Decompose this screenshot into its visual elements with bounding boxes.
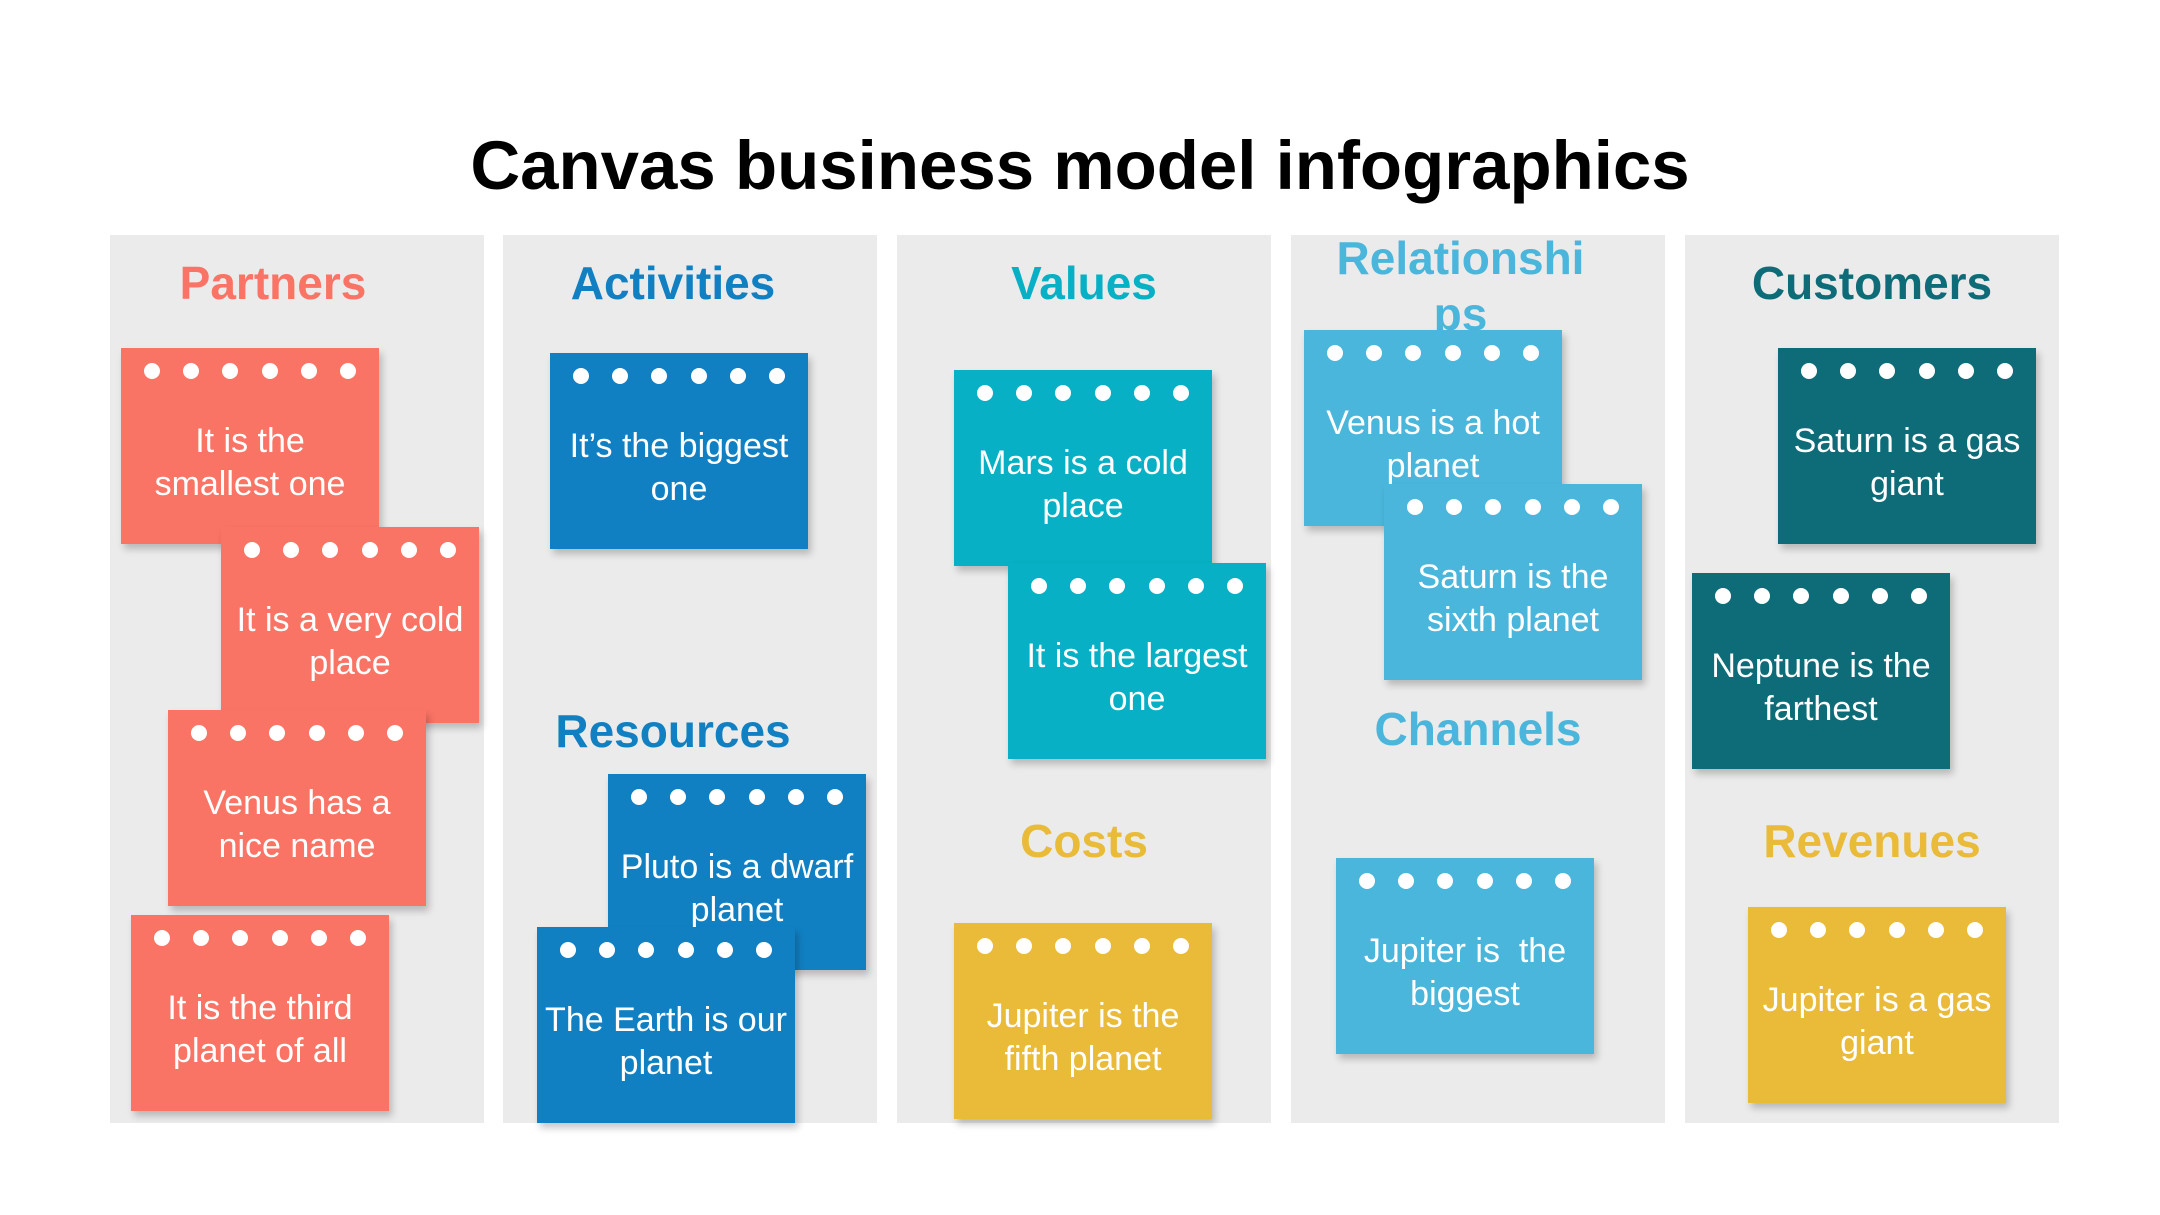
sticky-note[interactable]: It is the largest one: [1008, 563, 1266, 759]
note-binding-holes: [1692, 587, 1950, 605]
partners-column: Partners It is the smallest one It is a …: [110, 235, 484, 1123]
sticky-note-text: It is the third planet of all: [167, 989, 353, 1070]
activities-heading: Activities: [570, 257, 776, 309]
note-binding-holes: [608, 788, 866, 806]
note-binding-holes: [537, 941, 795, 959]
values-column: Values Mars is a cold place It is the la…: [897, 235, 1271, 1123]
sticky-note-text: Jupiter is the biggest: [1363, 932, 1576, 1013]
note-binding-holes: [131, 929, 389, 947]
sticky-note-text: It’s the biggest one: [569, 427, 789, 508]
revenues-heading: Revenues: [1763, 815, 1981, 867]
sticky-note-text: It is the largest one: [1026, 637, 1248, 718]
partners-heading: Partners: [179, 257, 367, 309]
customers-heading: Customers: [1751, 257, 1993, 309]
relationships-heading: Relationships: [1336, 232, 1585, 340]
note-binding-holes: [550, 367, 808, 385]
costs-heading: Costs: [1020, 815, 1148, 867]
sticky-note[interactable]: It’s the biggest one: [550, 353, 808, 549]
resources-heading: Resources: [555, 705, 791, 757]
note-binding-holes: [954, 937, 1212, 955]
sticky-note-text: It is a very cold place: [236, 601, 464, 682]
sticky-note[interactable]: Mars is a cold place: [954, 370, 1212, 566]
page-title: Canvas business model infographics: [470, 127, 1690, 204]
values-heading: Values: [1011, 257, 1157, 309]
note-binding-holes: [121, 362, 379, 380]
sticky-note-text: It is the smallest one: [154, 422, 346, 503]
sticky-note-text: Neptune is the farthest: [1711, 647, 1931, 728]
note-binding-holes: [1384, 498, 1642, 516]
sticky-note-text: Venus is a hot planet: [1326, 404, 1540, 485]
sticky-note-text: Pluto is a dwarf planet: [620, 848, 854, 929]
activities-column: Activities It’s the biggest one Resource…: [503, 235, 877, 1123]
note-binding-holes: [954, 384, 1212, 402]
sticky-note[interactable]: Saturn is the sixth planet: [1384, 484, 1642, 680]
sticky-note-text: Jupiter is the fifth planet: [986, 997, 1180, 1078]
note-binding-holes: [1778, 362, 2036, 380]
note-binding-holes: [1748, 921, 2006, 939]
channels-heading: Channels: [1374, 703, 1582, 755]
sticky-note[interactable]: Saturn is a gas giant: [1778, 348, 2036, 544]
sticky-note[interactable]: Venus has a nice name: [168, 710, 426, 906]
note-binding-holes: [168, 724, 426, 742]
sticky-note[interactable]: It is the smallest one: [121, 348, 379, 544]
sticky-note-text: Venus has a nice name: [203, 784, 391, 865]
sticky-note-text: The Earth is our planet: [545, 1001, 787, 1082]
sticky-note[interactable]: Jupiter is the biggest: [1336, 858, 1594, 1054]
sticky-note[interactable]: Jupiter is a gas giant: [1748, 907, 2006, 1103]
sticky-note[interactable]: The Earth is our planet: [537, 927, 795, 1123]
note-binding-holes: [1336, 872, 1594, 890]
sticky-note-text: Jupiter is a gas giant: [1762, 981, 1992, 1062]
note-binding-holes: [221, 541, 479, 559]
sticky-note[interactable]: Neptune is the farthest: [1692, 573, 1950, 769]
note-binding-holes: [1008, 577, 1266, 595]
sticky-note-text: Saturn is the sixth planet: [1417, 558, 1609, 639]
customers-column: Customers Saturn is a gas giant Neptune …: [1685, 235, 2059, 1123]
sticky-note[interactable]: Jupiter is the fifth planet: [954, 923, 1212, 1119]
sticky-note[interactable]: It is the third planet of all: [131, 915, 389, 1111]
sticky-note-text: Mars is a cold place: [978, 444, 1188, 525]
sticky-note-text: Saturn is a gas giant: [1793, 422, 2021, 503]
sticky-note[interactable]: It is a very cold place: [221, 527, 479, 723]
note-binding-holes: [1304, 344, 1562, 362]
relationships-column: Relationships Venus is a hot planet Satu…: [1291, 232, 1665, 1123]
